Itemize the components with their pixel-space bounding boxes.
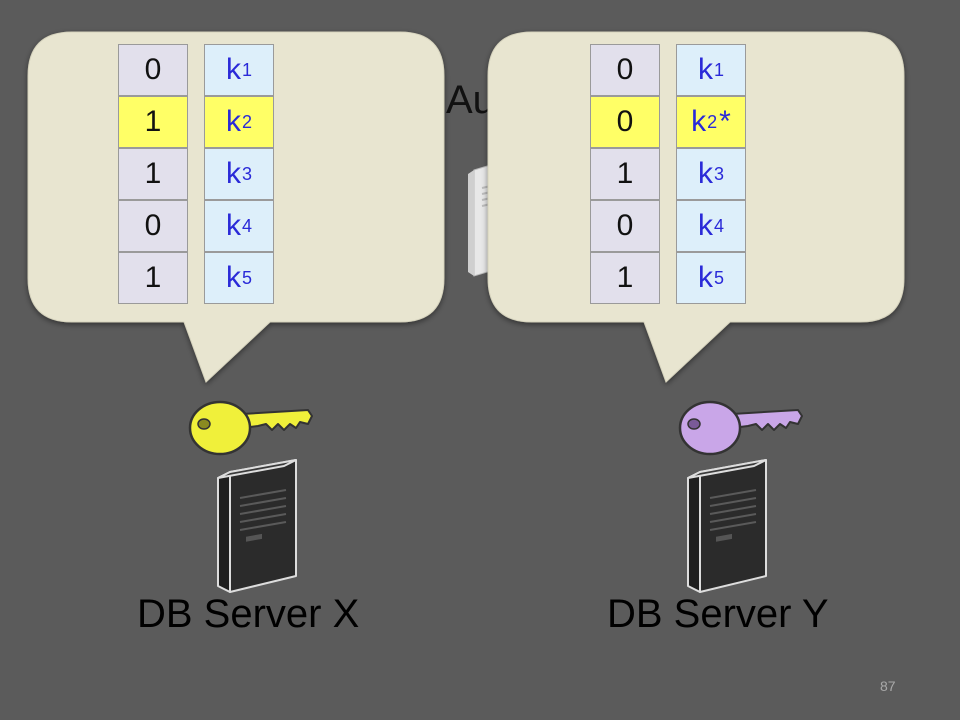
key-base: k [225,261,241,294]
key-subscript: 3 [713,163,724,184]
left-bit-cell: 1 [118,148,188,200]
left-bit-cell: 1 [118,96,188,148]
key-base: k [697,261,713,294]
key-subscript: 4 [713,215,724,236]
key-subscript: 1 [241,59,252,80]
key-base: k [225,53,241,86]
key-base: k [697,157,713,190]
key-base: k [697,209,713,242]
right-bit-cell: 1 [590,148,660,200]
key-base: k [225,209,241,242]
yellow-key-icon [188,400,313,456]
key-subscript: 3 [241,163,252,184]
key-subscript: 2 [241,111,252,132]
db-server-y-icon [687,459,767,593]
key-subscript: 4 [241,215,252,236]
key-subscript: 2 [707,111,718,132]
right-bit-cell: 0 [590,200,660,252]
key-subscript: 5 [241,267,252,288]
key-base: k [691,105,707,138]
left-bit-cell: 1 [118,252,188,304]
db-server-y-label: DB Server Y [607,592,829,636]
right-bit-cell: 0 [590,96,660,148]
left-bit-cell: 0 [118,44,188,96]
key-subscript: 1 [713,59,724,80]
right-bit-cell: 0 [590,44,660,96]
key-base: k [225,105,241,138]
partial-title: Au [446,78,495,122]
key-base: k [225,157,241,190]
right-bit-cell: 1 [590,252,660,304]
auth-server-icon [468,158,515,277]
key-base: k [697,53,713,86]
key-subscript: 5 [713,267,724,288]
db-server-x-icon [217,459,297,593]
purple-key-icon [678,400,803,456]
page-number: 87 [880,678,896,694]
db-server-x-label: DB Server X [137,592,360,636]
key-modified-marker: * [719,105,731,138]
left-bit-cell: 0 [118,200,188,252]
